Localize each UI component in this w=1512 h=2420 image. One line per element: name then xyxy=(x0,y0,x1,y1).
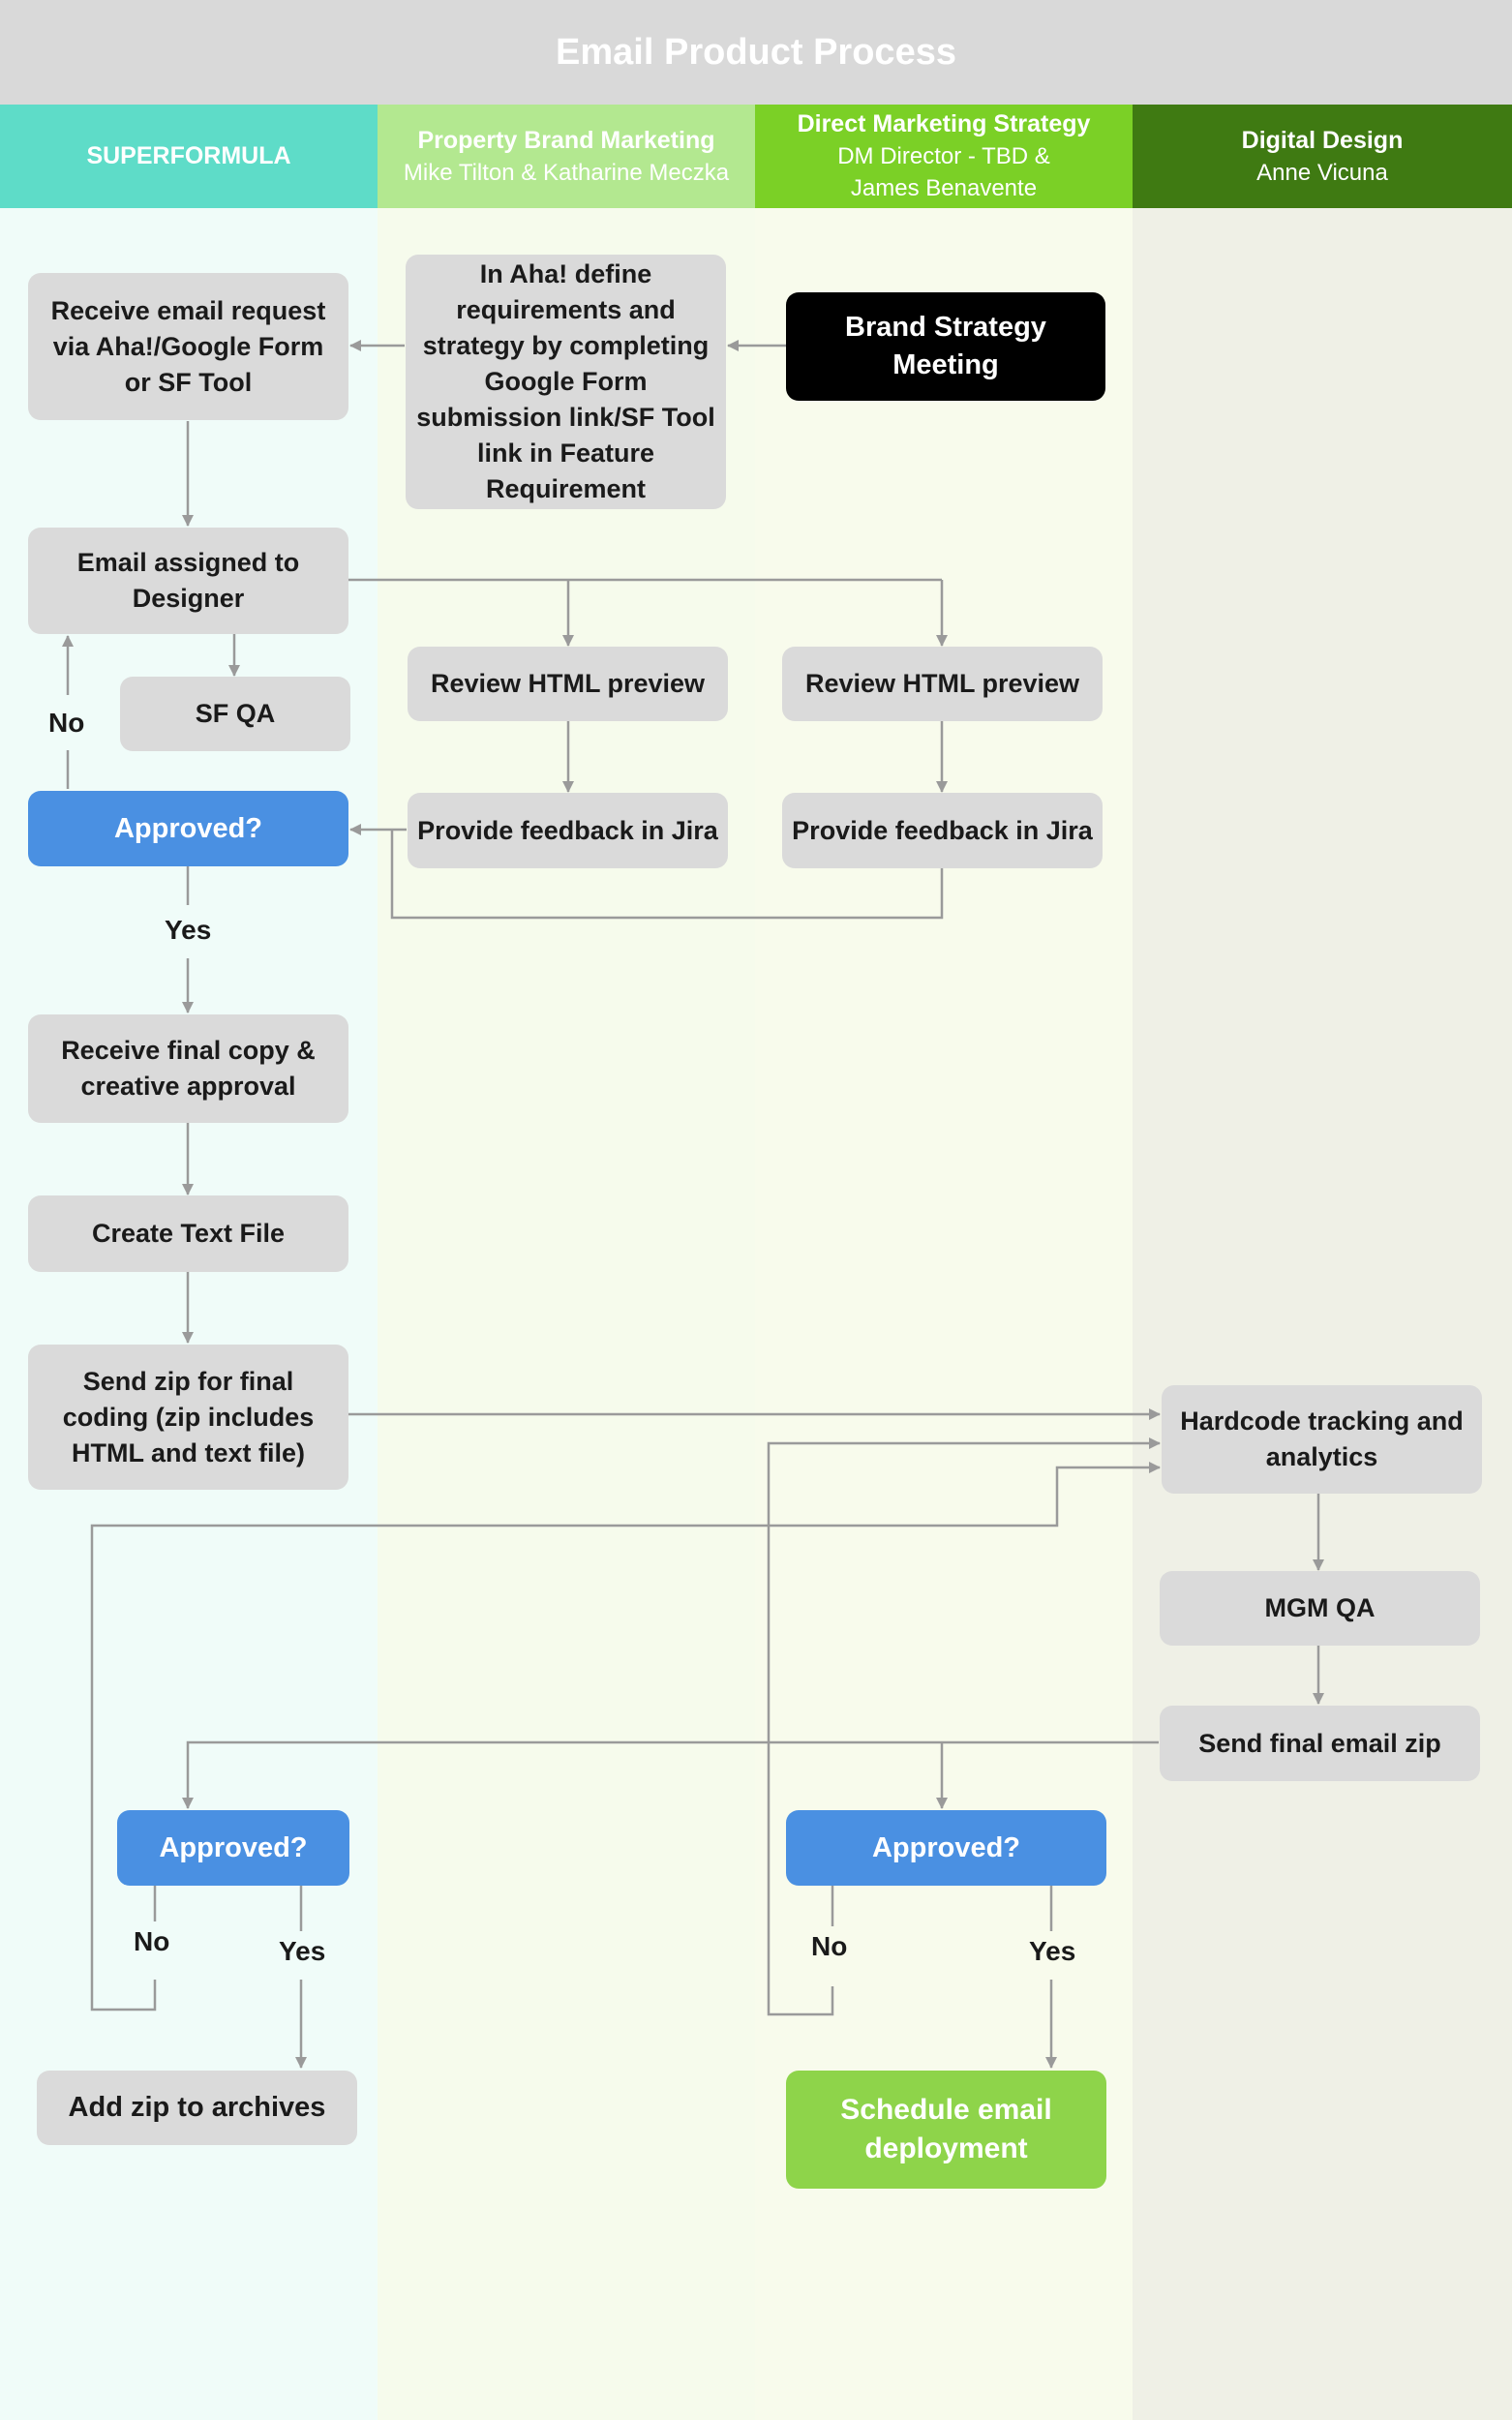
node-text: Hardcode tracking and analytics xyxy=(1180,1407,1464,1471)
node-text: SF QA xyxy=(195,699,276,728)
lane-header-property-brand: Property Brand Marketing Mike Tilton & K… xyxy=(378,105,755,208)
node-approved-1: Approved? xyxy=(28,791,348,866)
diagram-title-text: Email Product Process xyxy=(556,31,956,73)
node-text: Send zip for final coding (zip includes … xyxy=(62,1366,315,1467)
node-send-zip: Send zip for final coding (zip includes … xyxy=(28,1345,348,1490)
node-final-copy: Receive final copy & creative approval xyxy=(28,1014,348,1123)
node-text: Approved? xyxy=(159,1831,308,1863)
node-feedback-jira-1: Provide feedback in Jira xyxy=(408,793,728,868)
node-text: Schedule email deployment xyxy=(840,2094,1052,2164)
node-schedule-deployment: Schedule email deployment xyxy=(786,2071,1106,2189)
label-no-2: No xyxy=(134,1926,170,1956)
node-send-final-zip: Send final email zip xyxy=(1160,1706,1480,1781)
label-yes-3: Yes xyxy=(1029,1936,1076,1966)
arrow-feedback2-loop xyxy=(390,830,944,920)
node-review-html-preview-1: Review HTML preview xyxy=(408,647,728,721)
label-no-1: No xyxy=(48,708,85,738)
diagram-title: Email Product Process xyxy=(0,0,1512,105)
lane-name: Property Brand Marketing xyxy=(417,126,715,154)
lane-header-digital-design: Digital Design Anne Vicuna xyxy=(1133,105,1512,208)
lane-background-digital-design xyxy=(1133,208,1512,2420)
node-text: Create Text File xyxy=(91,1219,286,1248)
node-add-zip-archives: Add zip to archives xyxy=(37,2071,357,2145)
node-text: Review HTML preview xyxy=(430,669,706,698)
label-yes-1: Yes xyxy=(165,915,212,945)
node-hardcode-tracking: Hardcode tracking and analytics xyxy=(1162,1385,1482,1494)
node-brand-strategy-meeting: Brand Strategy Meeting xyxy=(786,292,1105,401)
lane-header-superformula: SUPERFORMULA xyxy=(0,105,378,208)
arrow-sendfinal-to-approvals xyxy=(182,1740,1159,1809)
lane-people: Mike Tilton & Katharine Meczka xyxy=(403,159,730,186)
node-text: Approved? xyxy=(113,812,263,844)
label-no-3: No xyxy=(811,1931,848,1961)
label-yes-2: Yes xyxy=(279,1936,326,1966)
node-mgm-qa: MGM QA xyxy=(1160,1571,1480,1646)
node-sf-qa: SF QA xyxy=(120,677,350,751)
node-approved-2: Approved? xyxy=(117,1810,349,1886)
node-text: Approved? xyxy=(871,1831,1021,1863)
node-text: Brand Strategy Meeting xyxy=(845,312,1046,380)
node-approved-3: Approved? xyxy=(786,1810,1106,1886)
node-text: Provide feedback in Jira xyxy=(417,815,718,845)
lane-background-direct-marketing xyxy=(755,208,1133,2420)
node-text: Email assigned to Designer xyxy=(76,548,300,613)
lane-name: SUPERFORMULA xyxy=(86,142,291,169)
lane-header-direct-marketing: Direct Marketing Strategy DM Director - … xyxy=(755,105,1133,208)
lane-name: Digital Design xyxy=(1241,126,1404,154)
lane-background-property-brand xyxy=(378,208,755,2420)
node-receive-request: Receive email request via Aha!/Google Fo… xyxy=(28,273,348,420)
node-feedback-jira-2: Provide feedback in Jira xyxy=(782,793,1103,868)
node-create-text-file: Create Text File xyxy=(28,1195,348,1272)
node-text: Add zip to archives xyxy=(68,2092,326,2123)
lane-people: Anne Vicuna xyxy=(1256,159,1388,186)
node-text: Review HTML preview xyxy=(804,669,1080,698)
node-text: MGM QA xyxy=(1264,1593,1376,1622)
node-aha-define: In Aha! define requirements and strategy… xyxy=(406,255,726,509)
node-text: In Aha! define requirements and strategy… xyxy=(416,259,715,503)
node-text: Receive final copy & creative approval xyxy=(61,1036,316,1101)
node-text: Send final email zip xyxy=(1198,1728,1441,1758)
lane-name: Direct Marketing Strategy xyxy=(797,110,1091,137)
node-text: Provide feedback in Jira xyxy=(792,815,1093,845)
lane-people: DM Director - TBD & James Benavente xyxy=(837,143,1050,201)
node-email-assigned: Email assigned to Designer xyxy=(28,528,348,634)
node-review-html-preview-2: Review HTML preview xyxy=(782,647,1103,721)
node-text: Receive email request via Aha!/Google Fo… xyxy=(50,295,326,397)
